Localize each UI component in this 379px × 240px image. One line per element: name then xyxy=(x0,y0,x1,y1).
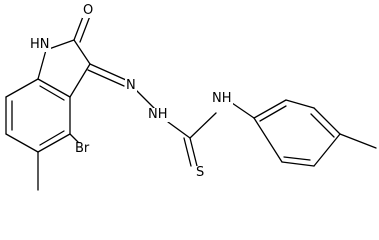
thioamide-nh-label: NH xyxy=(211,91,233,106)
bond-ar-methyl xyxy=(339,133,377,149)
bond-c-thio-s-double xyxy=(183,137,192,167)
bromine-label: Br xyxy=(74,141,91,156)
bond-ar-c3-c4 xyxy=(313,107,341,135)
thione-sulfur-label: S xyxy=(195,165,206,180)
bond-c5-c4 xyxy=(37,133,71,153)
bond-ar-c1-c2 xyxy=(253,99,287,119)
bond-nh-c-thio xyxy=(167,121,191,139)
bond-c3a-c7a xyxy=(37,78,71,98)
bond-c3-n-hydrazone xyxy=(89,63,127,81)
bond-c2-o xyxy=(73,13,85,41)
bond-ar-c6-c1 xyxy=(253,117,283,163)
bond-c7a-c7 xyxy=(5,78,39,98)
bond-c7a-n1 xyxy=(37,49,47,80)
bond-c2-c3 xyxy=(73,39,91,65)
indole-nh-label: HN xyxy=(29,37,51,52)
bond-nh-aryl xyxy=(231,102,255,119)
bond-ar-c4-c5 xyxy=(313,133,341,167)
molecule-diagram: HN O Br N NH NH S xyxy=(5,3,377,191)
bond-ar-c5-c6-inner xyxy=(283,156,311,161)
bond-c-thio-nh xyxy=(189,112,217,139)
bond-ar-c3-c4-inner xyxy=(310,113,335,138)
bond-c3a-c7a-inner xyxy=(39,85,65,101)
bond-ar-c1-c2-inner xyxy=(259,105,287,122)
bond-c4-br xyxy=(69,133,79,143)
hydrazine-nh-label: NH xyxy=(147,107,169,122)
hydrazone-nitrogen-label: N xyxy=(125,78,137,93)
bond-n-nh xyxy=(135,89,157,111)
bond-c6-c5 xyxy=(5,133,39,153)
bond-c3-n-hydrazone-double xyxy=(87,69,125,87)
bond-c3-c3a xyxy=(69,63,91,98)
bond-c2-o-double xyxy=(79,15,91,43)
bond-ar-c5-c6 xyxy=(281,161,315,167)
bond-skeleton xyxy=(5,13,377,191)
bond-n1-c2 xyxy=(45,39,75,51)
bond-c-thio-s xyxy=(189,137,198,167)
bond-c5-c4-inner xyxy=(39,130,65,146)
carbonyl-oxygen-label: O xyxy=(82,3,95,18)
bond-ar-c2-c3 xyxy=(285,99,315,109)
